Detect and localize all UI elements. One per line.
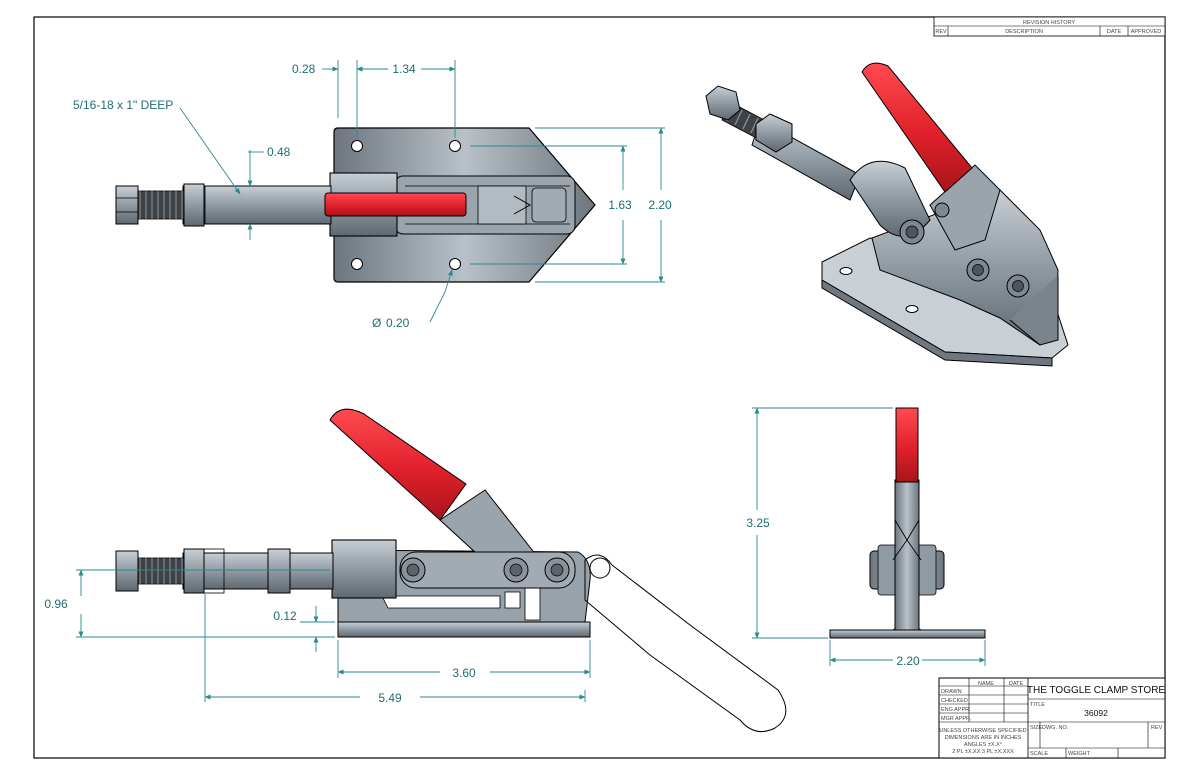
top-dim-base-height: 2.20 [648,198,672,212]
side-hex-head [115,550,139,592]
side-dim-overall: 5.49 [378,691,402,705]
top-view: 5/16-18 x 1" DEEP 0.28 1.34 0.48 1.63 2.… [73,60,672,330]
title-part-number: 36092 [1084,708,1108,718]
side-phantom-handle [584,554,787,733]
end-dim-width: 2.20 [896,654,920,668]
title-note-3: ANGLES ±X.X° [964,742,1002,748]
side-plunger [182,552,334,590]
title-company: THE TOGGLE CLAMP STORE [1027,685,1166,696]
end-upright [894,479,920,631]
title-row-checked: CHECKED [941,698,968,704]
title-scale-label: SCALE [1030,751,1048,757]
end-dim-height: 3.25 [746,516,770,530]
top-hole-2 [449,140,461,152]
end-view: 3.25 2.20 [746,407,986,668]
title-row-drawn: DRAWN [941,689,962,695]
top-hex-head [115,185,139,225]
title-dwg-label: DWG. NO. [1042,725,1069,731]
end-dimensions [752,407,986,666]
top-hole-3 [351,258,363,270]
top-dim-inner-height: 1.63 [608,198,632,212]
side-red-handle [329,408,467,521]
side-dim-base-length: 3.60 [452,666,476,680]
title-note-2: DIMENSIONS ARE IN INCHES [945,735,1022,741]
top-dim-hole-dia: 0.20 [386,316,410,330]
title-size-label: SIZE [1030,725,1043,731]
side-dimensions [76,569,591,702]
side-base-plate [337,621,591,638]
title-weight-label: WEIGHT [1068,751,1091,757]
iso-housing [849,160,931,237]
isometric-view [705,62,1069,367]
revision-col-rev: REV [935,29,947,35]
top-dia-symbol: Ø [372,316,381,330]
top-dim-plunger: 0.48 [267,145,291,159]
top-dim-offset: 0.28 [292,62,316,76]
title-note-1: UNLESS OTHERWISE SPECIFIED [939,728,1026,734]
top-hole-4 [449,258,461,270]
top-dimensions [179,60,665,323]
title-name-header: NAME [978,681,994,687]
sheet-border [33,16,1166,759]
title-row-eng-appr: ENG APPR. [941,707,971,713]
side-view: 0.96 0.12 3.60 5.49 [44,408,787,733]
title-row-mgr-appr: MGR APPR. [941,716,972,722]
title-note-4: 2 PL ±X.XX 3 PL ±X.XXX [952,749,1014,755]
side-screw-thread [135,557,187,585]
top-dim-hole-spacing: 1.34 [392,62,416,76]
side-dim-base-thickness: 0.12 [273,609,297,623]
top-hole-1 [351,140,363,152]
iso-red-handle [861,62,973,193]
top-red-handle [324,192,467,217]
revision-col-date: DATE [1107,29,1122,35]
top-thread-note: 5/16-18 x 1" DEEP [73,98,173,112]
end-base-plate [829,629,986,639]
title-date-header: DATE [1009,681,1024,687]
top-screw-thread [135,190,187,220]
title-rev-label: REV [1151,725,1163,731]
end-red-handle [895,407,919,483]
title-label: TITLE [1030,702,1045,708]
revision-block: REVISION HISTORY REV DESCRIPTION DATE AP… [933,16,1166,37]
revision-col-approved: APPROVED [1131,29,1162,35]
revision-title: REVISION HISTORY [1023,20,1075,26]
side-dim-height: 0.96 [44,597,68,611]
side-housing [331,539,397,599]
revision-col-description: DESCRIPTION [1005,29,1043,35]
iso-hex-head [705,85,741,121]
title-block: NAME DATE DRAWN CHECKED ENG APPR. MGR AP… [938,677,1166,759]
